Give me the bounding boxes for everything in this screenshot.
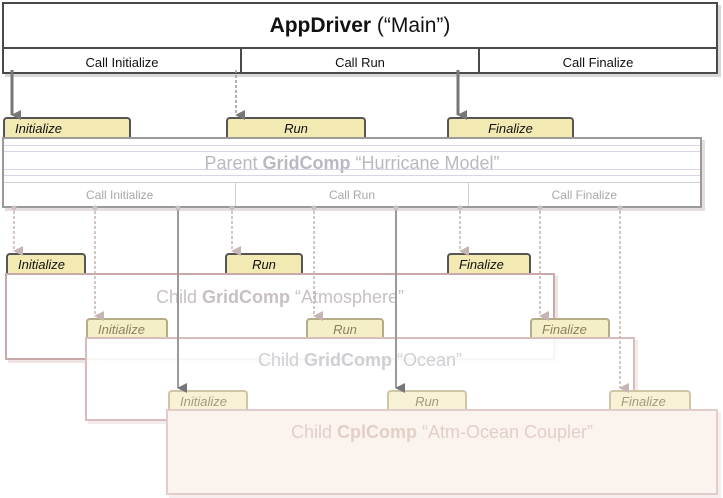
app-call-finalize: Call Finalize (562, 55, 634, 70)
atmosphere-gridcomp-title: Child GridComp “Atmosphere” (7, 287, 553, 308)
parent-finalize-tab: Finalize (447, 117, 574, 137)
parent-gridcomp-box: Parent GridComp “Hurricane Model” Call I… (2, 137, 702, 208)
ocean-initialize-tab: Initialize (86, 318, 168, 338)
app-driver-call-row: Call Initialize Call Run Call Finalize (4, 47, 716, 72)
parent-title-prefix: Parent (204, 153, 263, 173)
ocean-title-kind: GridComp (304, 350, 392, 370)
coupler-initialize-tab: Initialize (168, 390, 248, 410)
app-driver-title-rest: (“Main”) (371, 14, 451, 37)
parent-call-row: Call Initialize Call Run Call Finalize (4, 182, 700, 206)
parent-call-initialize: Call Initialize (4, 183, 237, 206)
coupler-run-tab: Run (387, 390, 467, 410)
atmosphere-run-tab: Run (225, 253, 303, 273)
parent-gridcomp-title: Parent GridComp “Hurricane Model” (4, 153, 700, 174)
parent-call-run: Call Run (236, 183, 469, 206)
atmosphere-title-kind: GridComp (201, 287, 290, 307)
app-driver-title: AppDriver (“Main”) (4, 14, 716, 38)
parent-call-finalize: Call Finalize (551, 188, 617, 202)
parent-title-kind: GridComp (262, 153, 351, 173)
ocean-title-name: “Ocean” (392, 350, 463, 370)
ocean-run-tab: Run (306, 318, 384, 338)
coupler-title-prefix: Child (290, 422, 337, 442)
atmosphere-initialize-tab: Initialize (6, 253, 86, 273)
app-driver-title-bold: AppDriver (269, 14, 372, 37)
app-call-initialize: Call Initialize (4, 49, 242, 72)
atmosphere-finalize-tab: Finalize (447, 253, 531, 273)
coupler-finalize-tab: Finalize (609, 390, 691, 410)
coupler-title-kind: CplComp (336, 422, 417, 442)
ocean-finalize-tab: Finalize (530, 318, 610, 338)
parent-run-tab: Run (226, 117, 366, 137)
call-origin-dots (11, 205, 623, 211)
ocean-title-prefix: Child (257, 350, 304, 370)
atmosphere-title-prefix: Child (155, 287, 197, 307)
ocean-gridcomp-title: Child GridComp “Ocean” (87, 350, 633, 371)
coupler-cplcomp-title: Child CplComp “Atm-Ocean Coupler” (168, 422, 716, 443)
parent-title-name: “Hurricane Model” (350, 153, 500, 173)
coupler-title-name: “Atm-Ocean Coupler” (416, 422, 594, 442)
app-call-run: Call Run (242, 49, 480, 72)
app-driver-box: AppDriver (“Main”) Call Initialize Call … (2, 2, 718, 74)
coupler-cplcomp-box: Child CplComp “Atm-Ocean Coupler” (166, 409, 718, 495)
parent-initialize-tab: Initialize (3, 117, 131, 137)
atmosphere-title-name: “Atmosphere” (289, 287, 405, 307)
